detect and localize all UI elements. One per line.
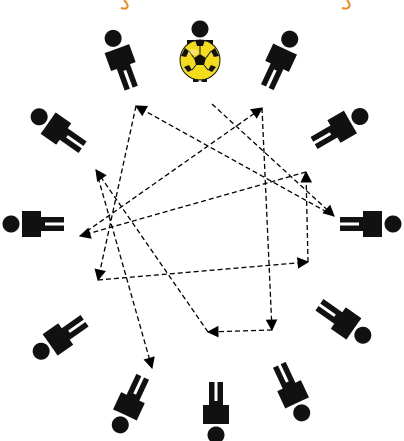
pass-arrow-p1-to-p5 <box>262 108 272 330</box>
pass-arrow-p3-to-p11 <box>136 106 334 216</box>
person-icon <box>27 310 92 367</box>
person-icon <box>308 101 374 154</box>
person-icon <box>312 294 377 351</box>
pass-arrow-p2-to-p9 <box>80 172 306 236</box>
pass-arrow-p9-to-p1 <box>80 108 262 236</box>
ball <box>180 40 220 80</box>
person-icon <box>203 382 229 441</box>
pass-arrow-p0-to-p3 <box>212 104 334 216</box>
soccer-ball-icon <box>180 40 220 80</box>
pass-arrow-p10-to-p7 <box>96 170 152 368</box>
cropped-top-text <box>121 0 349 9</box>
players <box>3 21 402 441</box>
person-icon <box>98 26 143 93</box>
person-icon <box>340 211 402 237</box>
pass-arrow-p6-to-p10 <box>96 170 208 332</box>
person-icon <box>105 371 155 438</box>
person-icon <box>268 359 318 426</box>
pass-arrow-p4-to-p2 <box>306 172 308 262</box>
passes <box>80 104 334 368</box>
person-icon <box>3 211 65 237</box>
pass-arrow-p11-to-p8 <box>98 106 136 280</box>
person-icon <box>25 101 90 158</box>
pass-arrow-p5-to-p6 <box>208 330 272 332</box>
pass-arrow-p8-to-p4 <box>98 262 308 280</box>
person-icon <box>256 26 306 93</box>
